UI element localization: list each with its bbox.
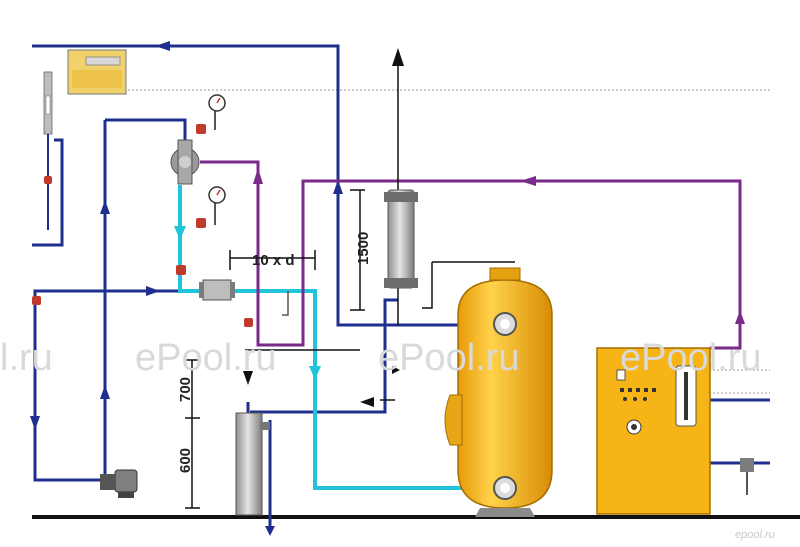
watermark-1: l.ru: [0, 337, 53, 379]
measurement-arrows: [243, 48, 404, 407]
height-600-label: 600: [177, 448, 194, 473]
circulation-pump: [170, 139, 200, 185]
supply-flow-arrows: [30, 41, 343, 536]
control-wiring: [120, 89, 770, 394]
heating-flow-arrows: [253, 168, 745, 324]
mixing-distance-label: 10 x d: [252, 252, 295, 269]
injection-point: [282, 291, 289, 316]
pressure-gauge-icon: [208, 94, 226, 130]
uv-sterilizer: [384, 189, 418, 289]
pressure-gauge-icon: [208, 186, 226, 225]
right-fitting: [740, 458, 754, 495]
corner-logo: epool.ru: [735, 529, 775, 541]
flow-meter: [199, 279, 235, 301]
watermark-4: ePool.ru: [620, 337, 762, 379]
height-1500-label: 1500: [355, 232, 372, 265]
height-700-label: 700: [177, 377, 194, 402]
filtered-flow-arrows: [174, 226, 321, 380]
sand-filter-tank: [444, 267, 553, 517]
filtered-water-pipes: [178, 185, 505, 490]
heat-exchanger-unit: [596, 347, 711, 515]
watermark-2: ePool.ru: [135, 337, 277, 379]
main-pump-motor: [100, 469, 138, 498]
sensor-probe: [43, 71, 53, 230]
control-unit: [67, 49, 127, 95]
valve-icons: [32, 124, 253, 327]
balance-tank-column: [235, 412, 270, 516]
watermark-3: ePool.ru: [378, 337, 520, 379]
